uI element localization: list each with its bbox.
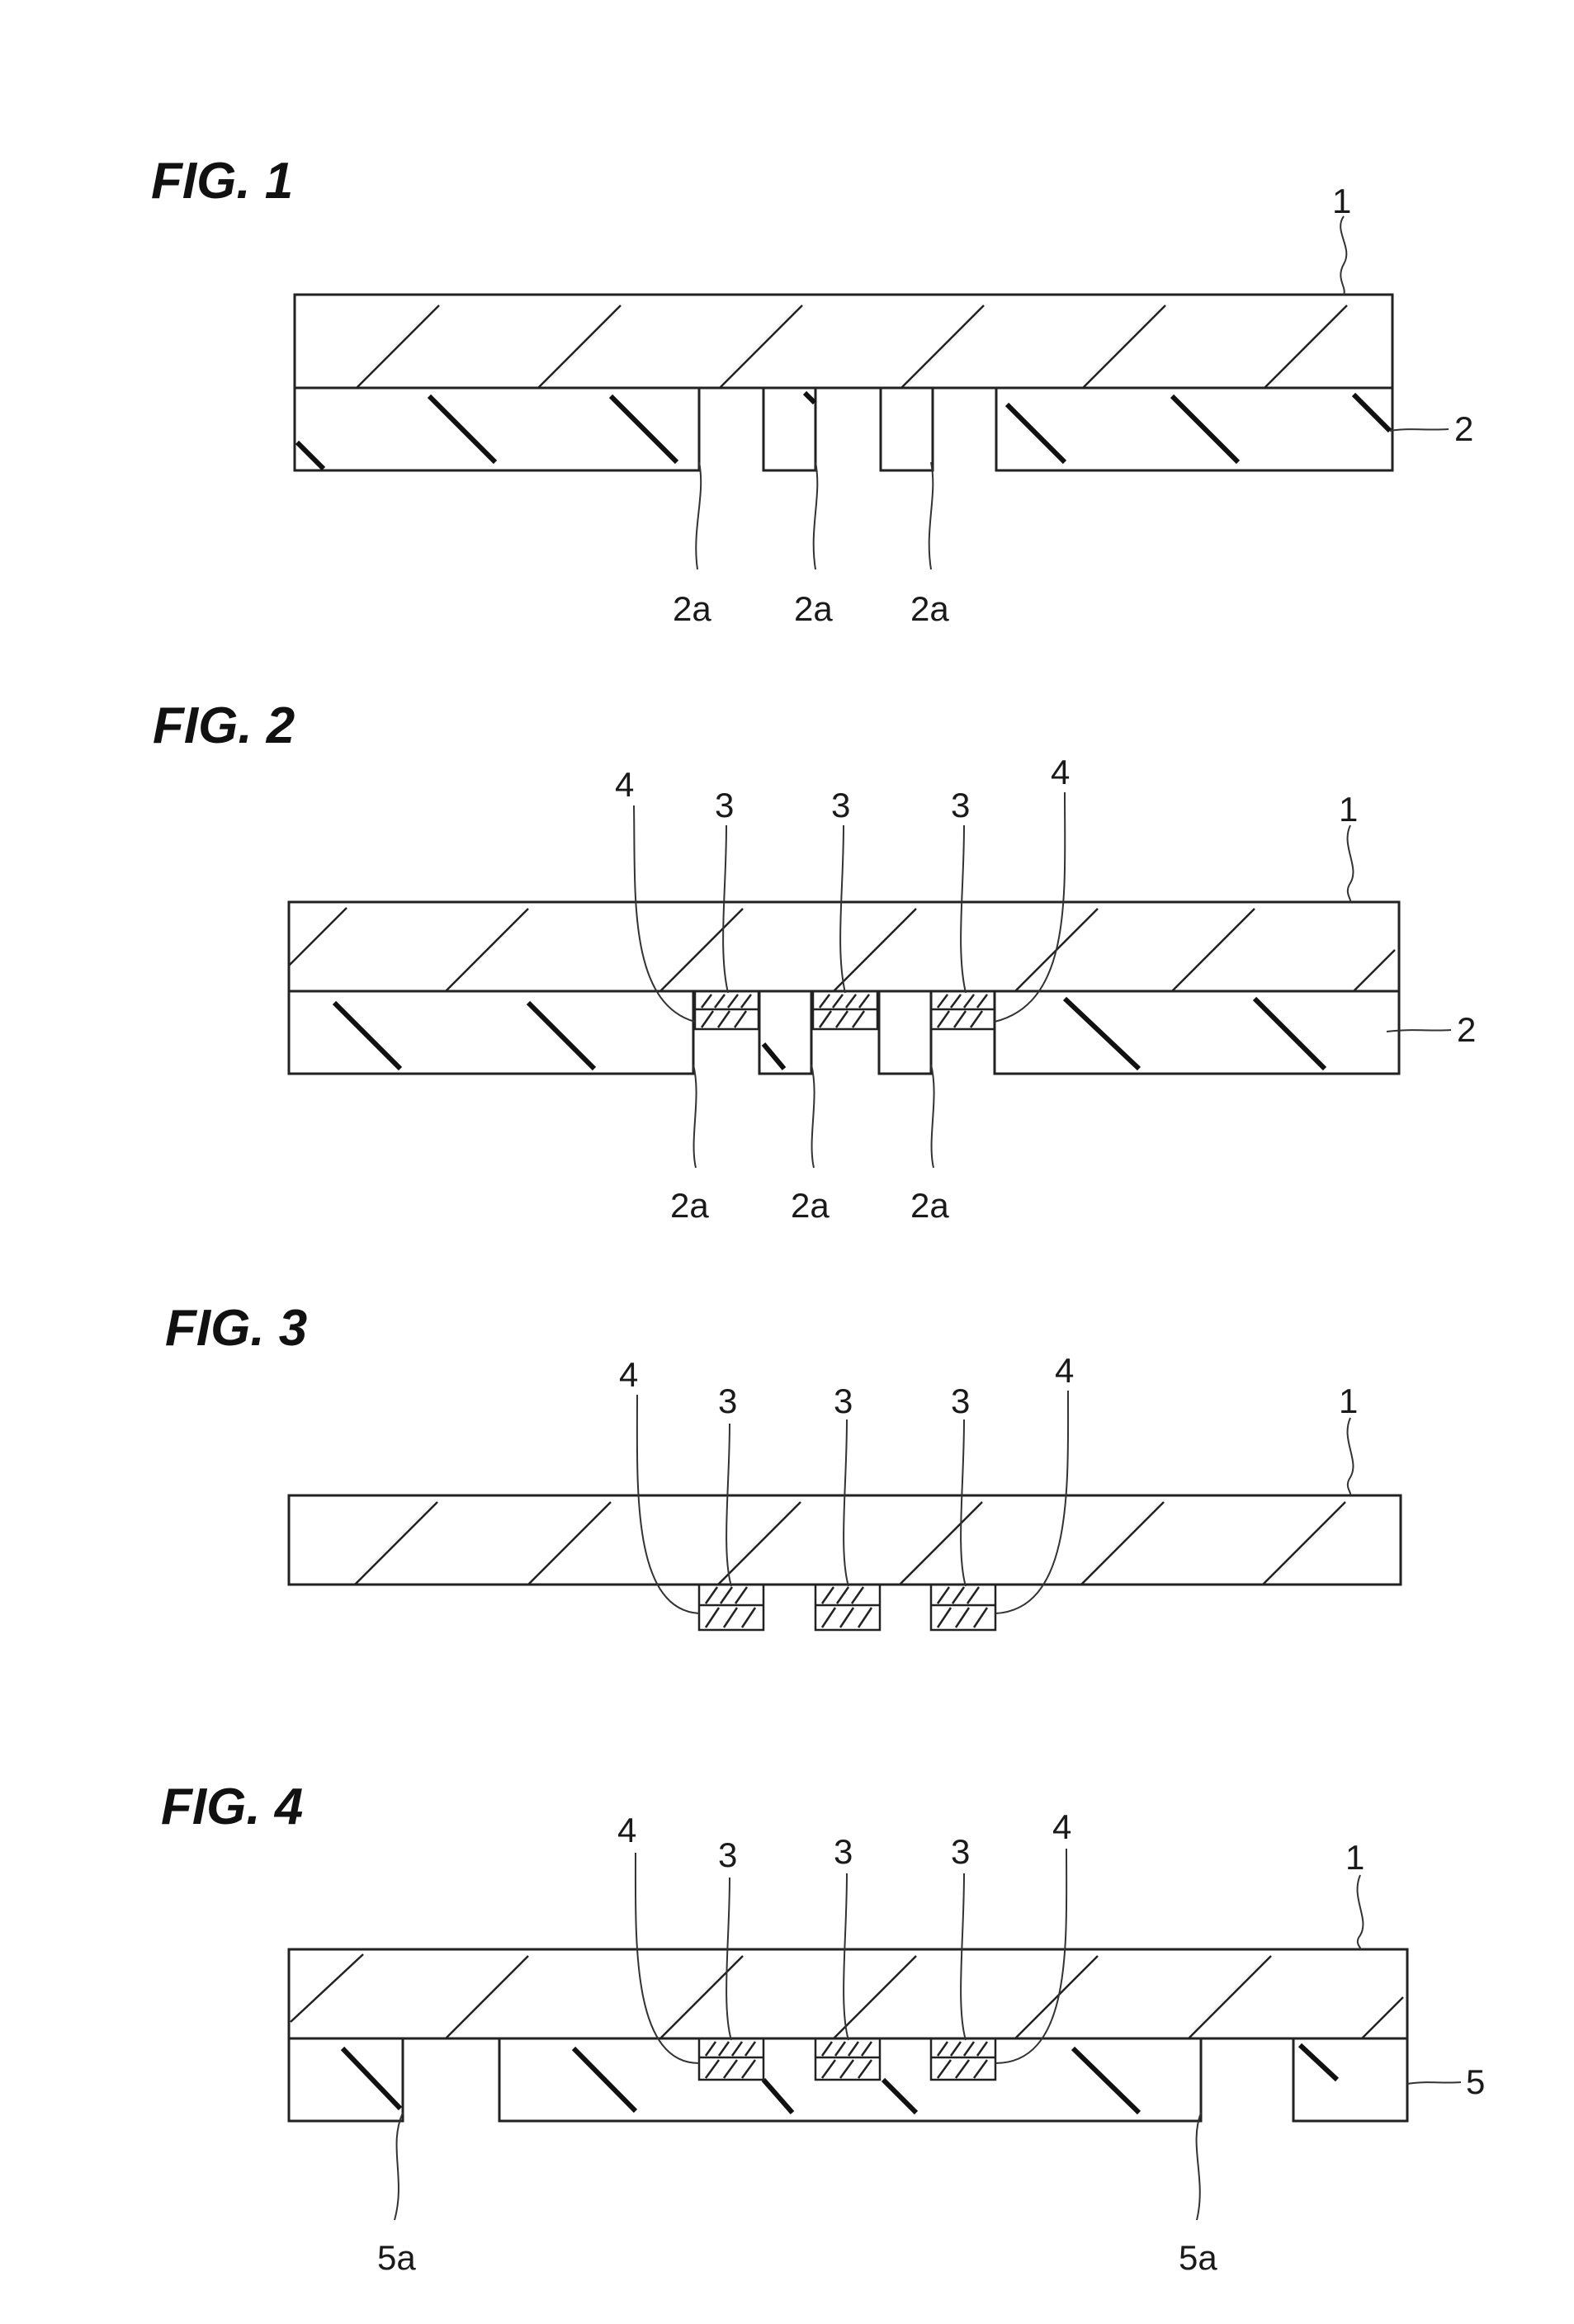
label-barrier: 4	[615, 765, 634, 804]
electrode-pads	[695, 991, 995, 1029]
electrode-pads	[699, 1585, 995, 1630]
label-pad: 3	[951, 1832, 970, 1871]
substrate-layer	[289, 902, 1399, 991]
label-pad: 3	[834, 1832, 853, 1871]
label-pad: 3	[951, 1382, 970, 1420]
label-pad: 3	[718, 1382, 737, 1420]
resist-layer	[295, 388, 1392, 470]
label-opening: 5a	[377, 2238, 416, 2277]
figure-1-title: FIG. 1	[151, 153, 293, 210]
label-substrate: 1	[1345, 1838, 1364, 1877]
figure-2: FIG. 2	[153, 697, 1476, 1225]
label-opening: 2a	[791, 1186, 830, 1225]
label-barrier: 4	[617, 1811, 636, 1849]
resist-layer	[289, 991, 1399, 1074]
label-pad: 3	[715, 786, 734, 824]
label-barrier: 4	[1052, 1807, 1071, 1846]
figure-4: FIG. 4	[161, 1778, 1485, 2277]
figure-3: FIG. 3 4 3 3 3 4	[165, 1300, 1401, 1630]
label-substrate: 1	[1332, 182, 1351, 220]
label-substrate: 1	[1339, 1382, 1358, 1420]
label-opening: 2a	[794, 589, 833, 628]
label-opening: 5a	[1179, 2238, 1217, 2277]
label-opening: 2a	[670, 1186, 709, 1225]
label-barrier: 4	[1055, 1351, 1074, 1390]
label-barrier: 4	[1051, 753, 1070, 791]
label-resist: 2	[1457, 1010, 1476, 1049]
figure-2-title: FIG. 2	[153, 697, 295, 754]
label-pad: 3	[951, 786, 970, 824]
label-resist: 2	[1454, 409, 1473, 448]
label-insulator: 5	[1466, 2062, 1485, 2101]
label-opening: 2a	[673, 589, 711, 628]
label-pad: 3	[834, 1382, 853, 1420]
label-pad: 3	[718, 1835, 737, 1874]
figure-1: FIG. 1 1	[151, 153, 1473, 628]
label-pad: 3	[831, 786, 850, 824]
figure-4-title: FIG. 4	[161, 1778, 303, 1835]
figure-3-title: FIG. 3	[165, 1300, 307, 1357]
label-barrier: 4	[619, 1355, 638, 1394]
label-opening: 2a	[910, 1186, 949, 1225]
label-substrate: 1	[1339, 790, 1358, 829]
label-opening: 2a	[910, 589, 949, 628]
substrate-layer	[295, 295, 1392, 388]
